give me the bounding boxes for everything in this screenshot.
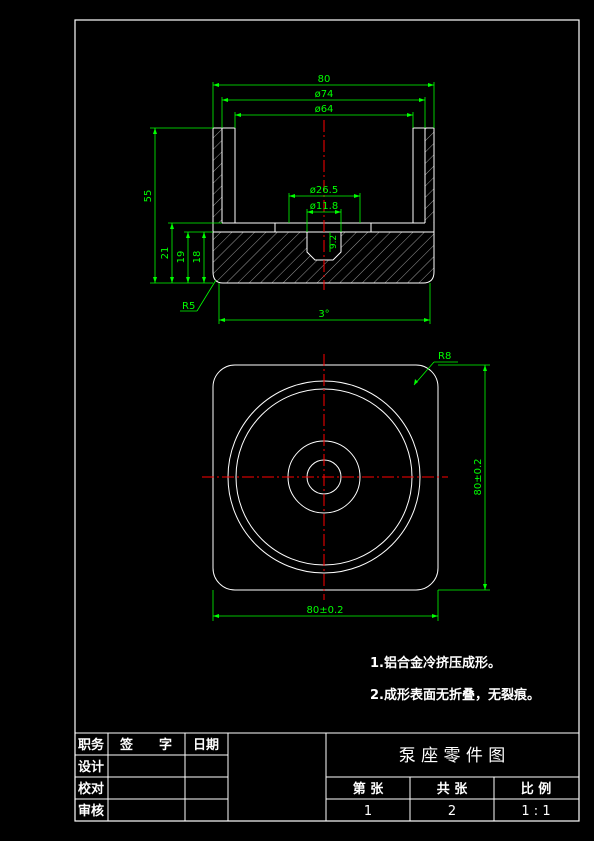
title-scale: 1 : 1 — [521, 804, 550, 819]
dim-height-21: 21 — [160, 247, 171, 260]
dim-height-19: 19 — [176, 251, 187, 264]
title-sheet-label: 第 张 — [353, 781, 385, 797]
dim-angle: 3° — [318, 309, 329, 320]
dim-top-width: 80 — [318, 74, 331, 85]
title-col-role: 职务 — [78, 737, 105, 753]
dim-hole-depth: 9.2 — [329, 235, 339, 249]
title-row-check: 校对 — [78, 781, 104, 797]
title-row-review: 审核 — [78, 803, 104, 819]
dim-plan-height: 80±0.2 — [473, 458, 484, 495]
dim-dia74: ø74 — [315, 89, 334, 100]
dim-dia11: ø11.8 — [310, 201, 338, 212]
drawing-frame — [74, 19, 580, 822]
title-total-no: 2 — [448, 804, 456, 819]
plan-view: R8 80±0.2 80±0.2 — [202, 351, 490, 621]
dim-dia26: ø26.5 — [310, 185, 338, 196]
wall-hatch-left — [213, 128, 222, 223]
note-2: 2.成形表面无折叠，无裂痕。 — [370, 687, 540, 703]
dim-height-18: 18 — [192, 251, 203, 264]
title-block — [75, 732, 579, 821]
title-drawing-name: 泵 座 零 件 图 — [399, 746, 506, 766]
dim-height-55: 55 — [143, 190, 154, 203]
title-sheet-no: 1 — [364, 804, 372, 819]
section-view: 80 ø74 ø64 ø26.5 ø11.8 55 21 19 18 9.2 R… — [143, 74, 435, 324]
dim-plan-width: 80±0.2 — [306, 605, 343, 616]
title-row-design: 设计 — [78, 759, 104, 775]
section-hatch — [213, 232, 434, 283]
title-col-sign: 签 字 — [119, 737, 172, 753]
wall-hatch-right — [425, 128, 434, 223]
title-scale-label: 比 例 — [521, 781, 552, 797]
title-col-date: 日期 — [193, 738, 219, 753]
note-1: 1.铝合金冷挤压成形。 — [370, 655, 501, 671]
dim-r5: R5 — [182, 301, 195, 312]
dim-r8: R8 — [438, 351, 451, 362]
dim-dia64: ø64 — [315, 104, 334, 115]
title-total-label: 共 张 — [437, 781, 469, 797]
